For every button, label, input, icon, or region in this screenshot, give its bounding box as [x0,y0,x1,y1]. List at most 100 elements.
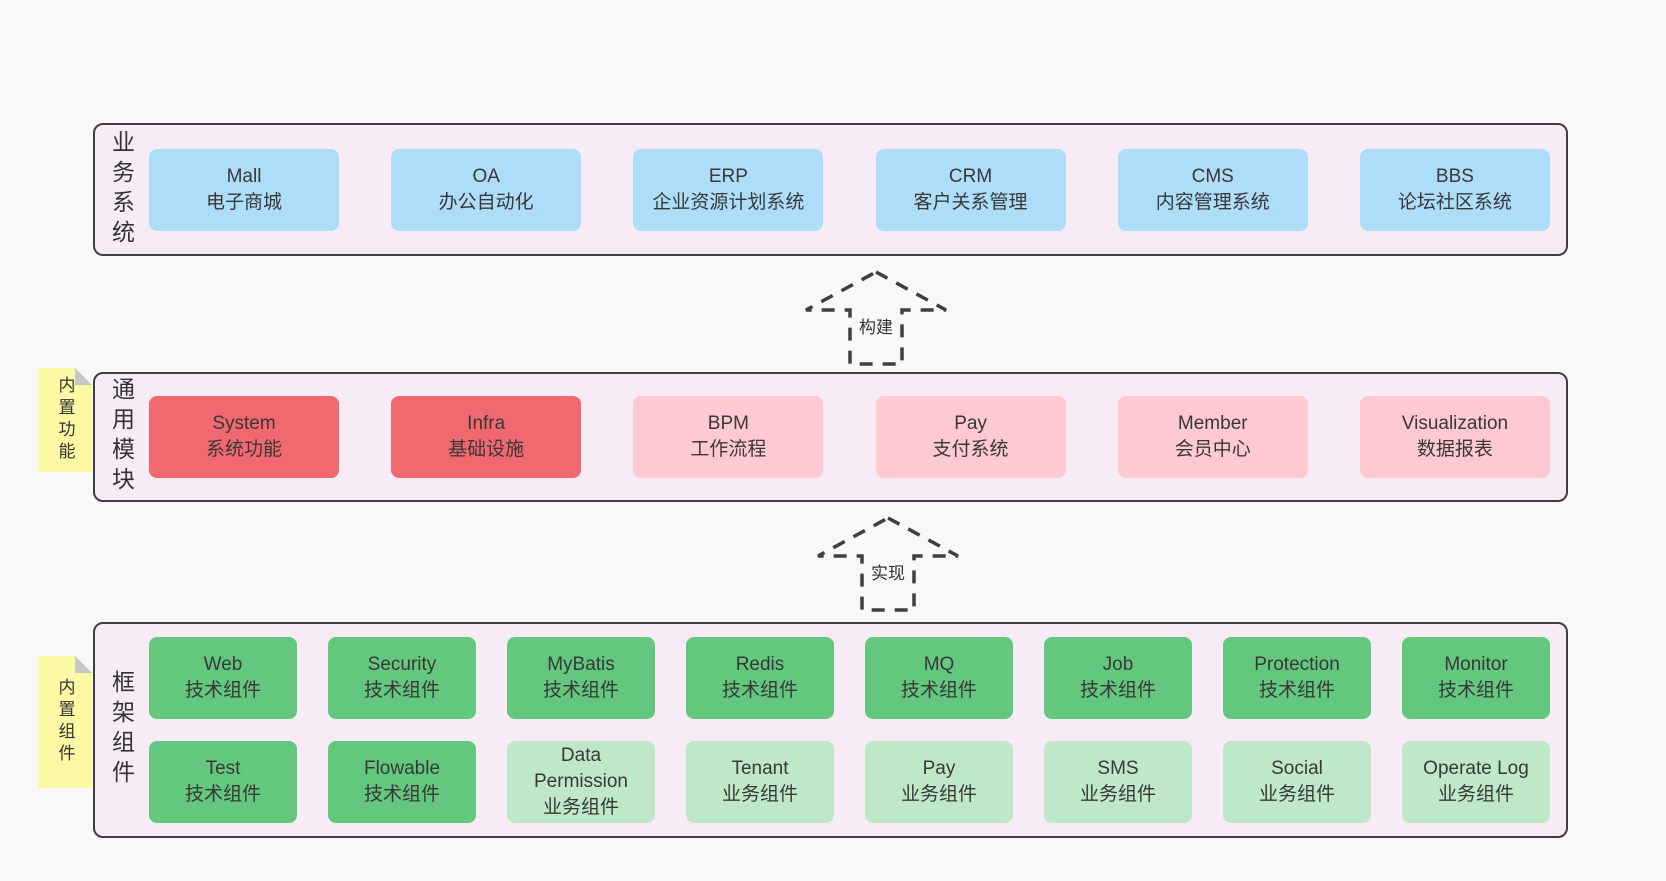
box-title: OA [472,165,500,187]
box-subtitle: 技术组件 [542,680,619,701]
box-title: Infra [467,413,506,434]
box-mq: MQ 技术组件 [865,637,1013,719]
box-crm: CRM 客户关系管理 [875,148,1066,231]
box-title: CMS [1191,165,1234,187]
box-subtitle: 业务组件 [542,797,619,818]
box-bbs: BBS 论坛社区系统 [1359,148,1550,231]
business-box-row: Mall 电子商城 OA 办公自动化 ERP 企业资源计划系统 CRM 客户关系… [149,148,1550,231]
box-subtitle: 业务组件 [900,784,977,805]
panel-common-modules: 通用模块 System 系统功能 Infra 基础设施 BPM 工作流程 Pay… [93,372,1568,502]
note-text: 内置组件 [55,678,75,766]
note-builtin-features: 内置功能 [38,368,92,472]
box-mall: Mall 电子商城 [149,148,339,231]
note-fold-icon [75,656,92,673]
box-subtitle: 工作流程 [690,439,767,460]
box-title: ERP [708,165,748,187]
box-title: Job [1102,654,1134,675]
arrow-implement: 实现 [808,514,968,614]
components-box-row-2: Test 技术组件 Flowable 技术组件 Data Permission … [149,741,1550,823]
box-subtitle: 技术组件 [721,680,798,701]
box-job: Job 技术组件 [1044,637,1192,719]
box-member: Member 会员中心 [1117,396,1308,478]
box-title: Protection [1254,654,1340,675]
box-flowable: Flowable 技术组件 [328,741,476,823]
box-title: System [212,413,276,434]
note-text: 内置功能 [55,376,75,464]
box-subtitle: 系统功能 [205,439,282,460]
box-title: Data Permission [534,745,628,792]
box-title: Web [203,654,243,675]
box-title: CRM [948,165,993,187]
box-bpm: BPM 工作流程 [633,396,824,478]
box-subtitle: 企业资源计划系统 [652,191,805,213]
box-data-permission: Data Permission 业务组件 [507,741,655,823]
box-title: Pay [922,758,956,779]
box-tenant: Tenant 业务组件 [686,741,834,823]
layer-label-modules: 通用模块 [108,377,135,497]
box-social: Social 业务组件 [1223,741,1371,823]
box-title: Flowable [363,758,441,779]
box-subtitle: 客户关系管理 [913,191,1028,213]
box-subtitle: 业务组件 [1258,784,1335,805]
box-subtitle: 电子商城 [205,191,282,213]
box-title: Operate Log [1423,758,1529,779]
box-title: BBS [1435,165,1474,187]
box-title: Test [205,758,241,779]
box-subtitle: 技术组件 [184,784,261,805]
box-operate-log: Operate Log 业务组件 [1402,741,1550,823]
box-title: Tenant [731,758,789,779]
box-pay-component: Pay 业务组件 [865,741,1013,823]
box-title: Security [367,654,437,675]
box-subtitle: 办公自动化 [438,191,534,213]
box-redis: Redis 技术组件 [686,637,834,719]
box-test: Test 技术组件 [149,741,297,823]
box-title: Visualization [1401,413,1509,434]
note-fold-icon [75,368,92,385]
box-erp: ERP 企业资源计划系统 [633,148,824,231]
box-subtitle: 会员中心 [1174,439,1251,460]
panel-framework-components: 框架组件 Web 技术组件 Security 技术组件 MyBatis 技术组件… [93,622,1568,838]
box-visualization: Visualization 数据报表 [1359,396,1550,478]
layer-label-components: 框架组件 [108,670,135,790]
box-title: Member [1177,413,1248,434]
box-title: Mall [226,165,262,187]
box-subtitle: 业务组件 [1437,784,1514,805]
box-mybatis: MyBatis 技术组件 [507,637,655,719]
box-subtitle: 技术组件 [363,680,440,701]
box-title: MyBatis [547,654,615,675]
box-web: Web 技术组件 [149,637,297,719]
box-monitor: Monitor 技术组件 [1402,637,1550,719]
box-title: SMS [1097,758,1139,779]
box-protection: Protection 技术组件 [1223,637,1371,719]
box-subtitle: 技术组件 [1079,680,1156,701]
box-subtitle: 技术组件 [1437,680,1514,701]
modules-box-row: System 系统功能 Infra 基础设施 BPM 工作流程 Pay 支付系统… [149,396,1550,478]
box-subtitle: 业务组件 [1079,784,1156,805]
layer-label-business: 业务系统 [108,129,135,250]
box-cms: CMS 内容管理系统 [1117,148,1308,231]
panel-business-systems: 业务系统 Mall 电子商城 OA 办公自动化 ERP 企业资源计划系统 CRM… [93,123,1568,256]
box-pay-module: Pay 支付系统 [875,396,1066,478]
box-title: Monitor [1444,654,1508,675]
box-subtitle: 支付系统 [932,439,1009,460]
business-box-rows: Mall 电子商城 OA 办公自动化 ERP 企业资源计划系统 CRM 客户关系… [149,148,1550,231]
box-oa: OA 办公自动化 [391,148,582,231]
arrow-build: 构建 [796,268,956,368]
box-subtitle: 基础设施 [448,439,525,460]
box-title: Social [1271,758,1323,779]
box-subtitle: 技术组件 [1258,680,1335,701]
box-system: System 系统功能 [149,396,339,478]
modules-box-rows: System 系统功能 Infra 基础设施 BPM 工作流程 Pay 支付系统… [149,396,1550,478]
arrow-build-label: 构建 [856,312,896,339]
note-builtin-components: 内置组件 [38,656,92,788]
box-security: Security 技术组件 [328,637,476,719]
box-subtitle: 数据报表 [1416,439,1493,460]
box-title: Pay [954,413,987,434]
box-sms: SMS 业务组件 [1044,741,1192,823]
box-title: MQ [923,654,955,675]
components-box-rows: Web 技术组件 Security 技术组件 MyBatis 技术组件 Redi… [149,637,1550,823]
box-subtitle: 技术组件 [363,784,440,805]
box-subtitle: 内容管理系统 [1155,191,1270,213]
box-subtitle: 技术组件 [900,680,977,701]
